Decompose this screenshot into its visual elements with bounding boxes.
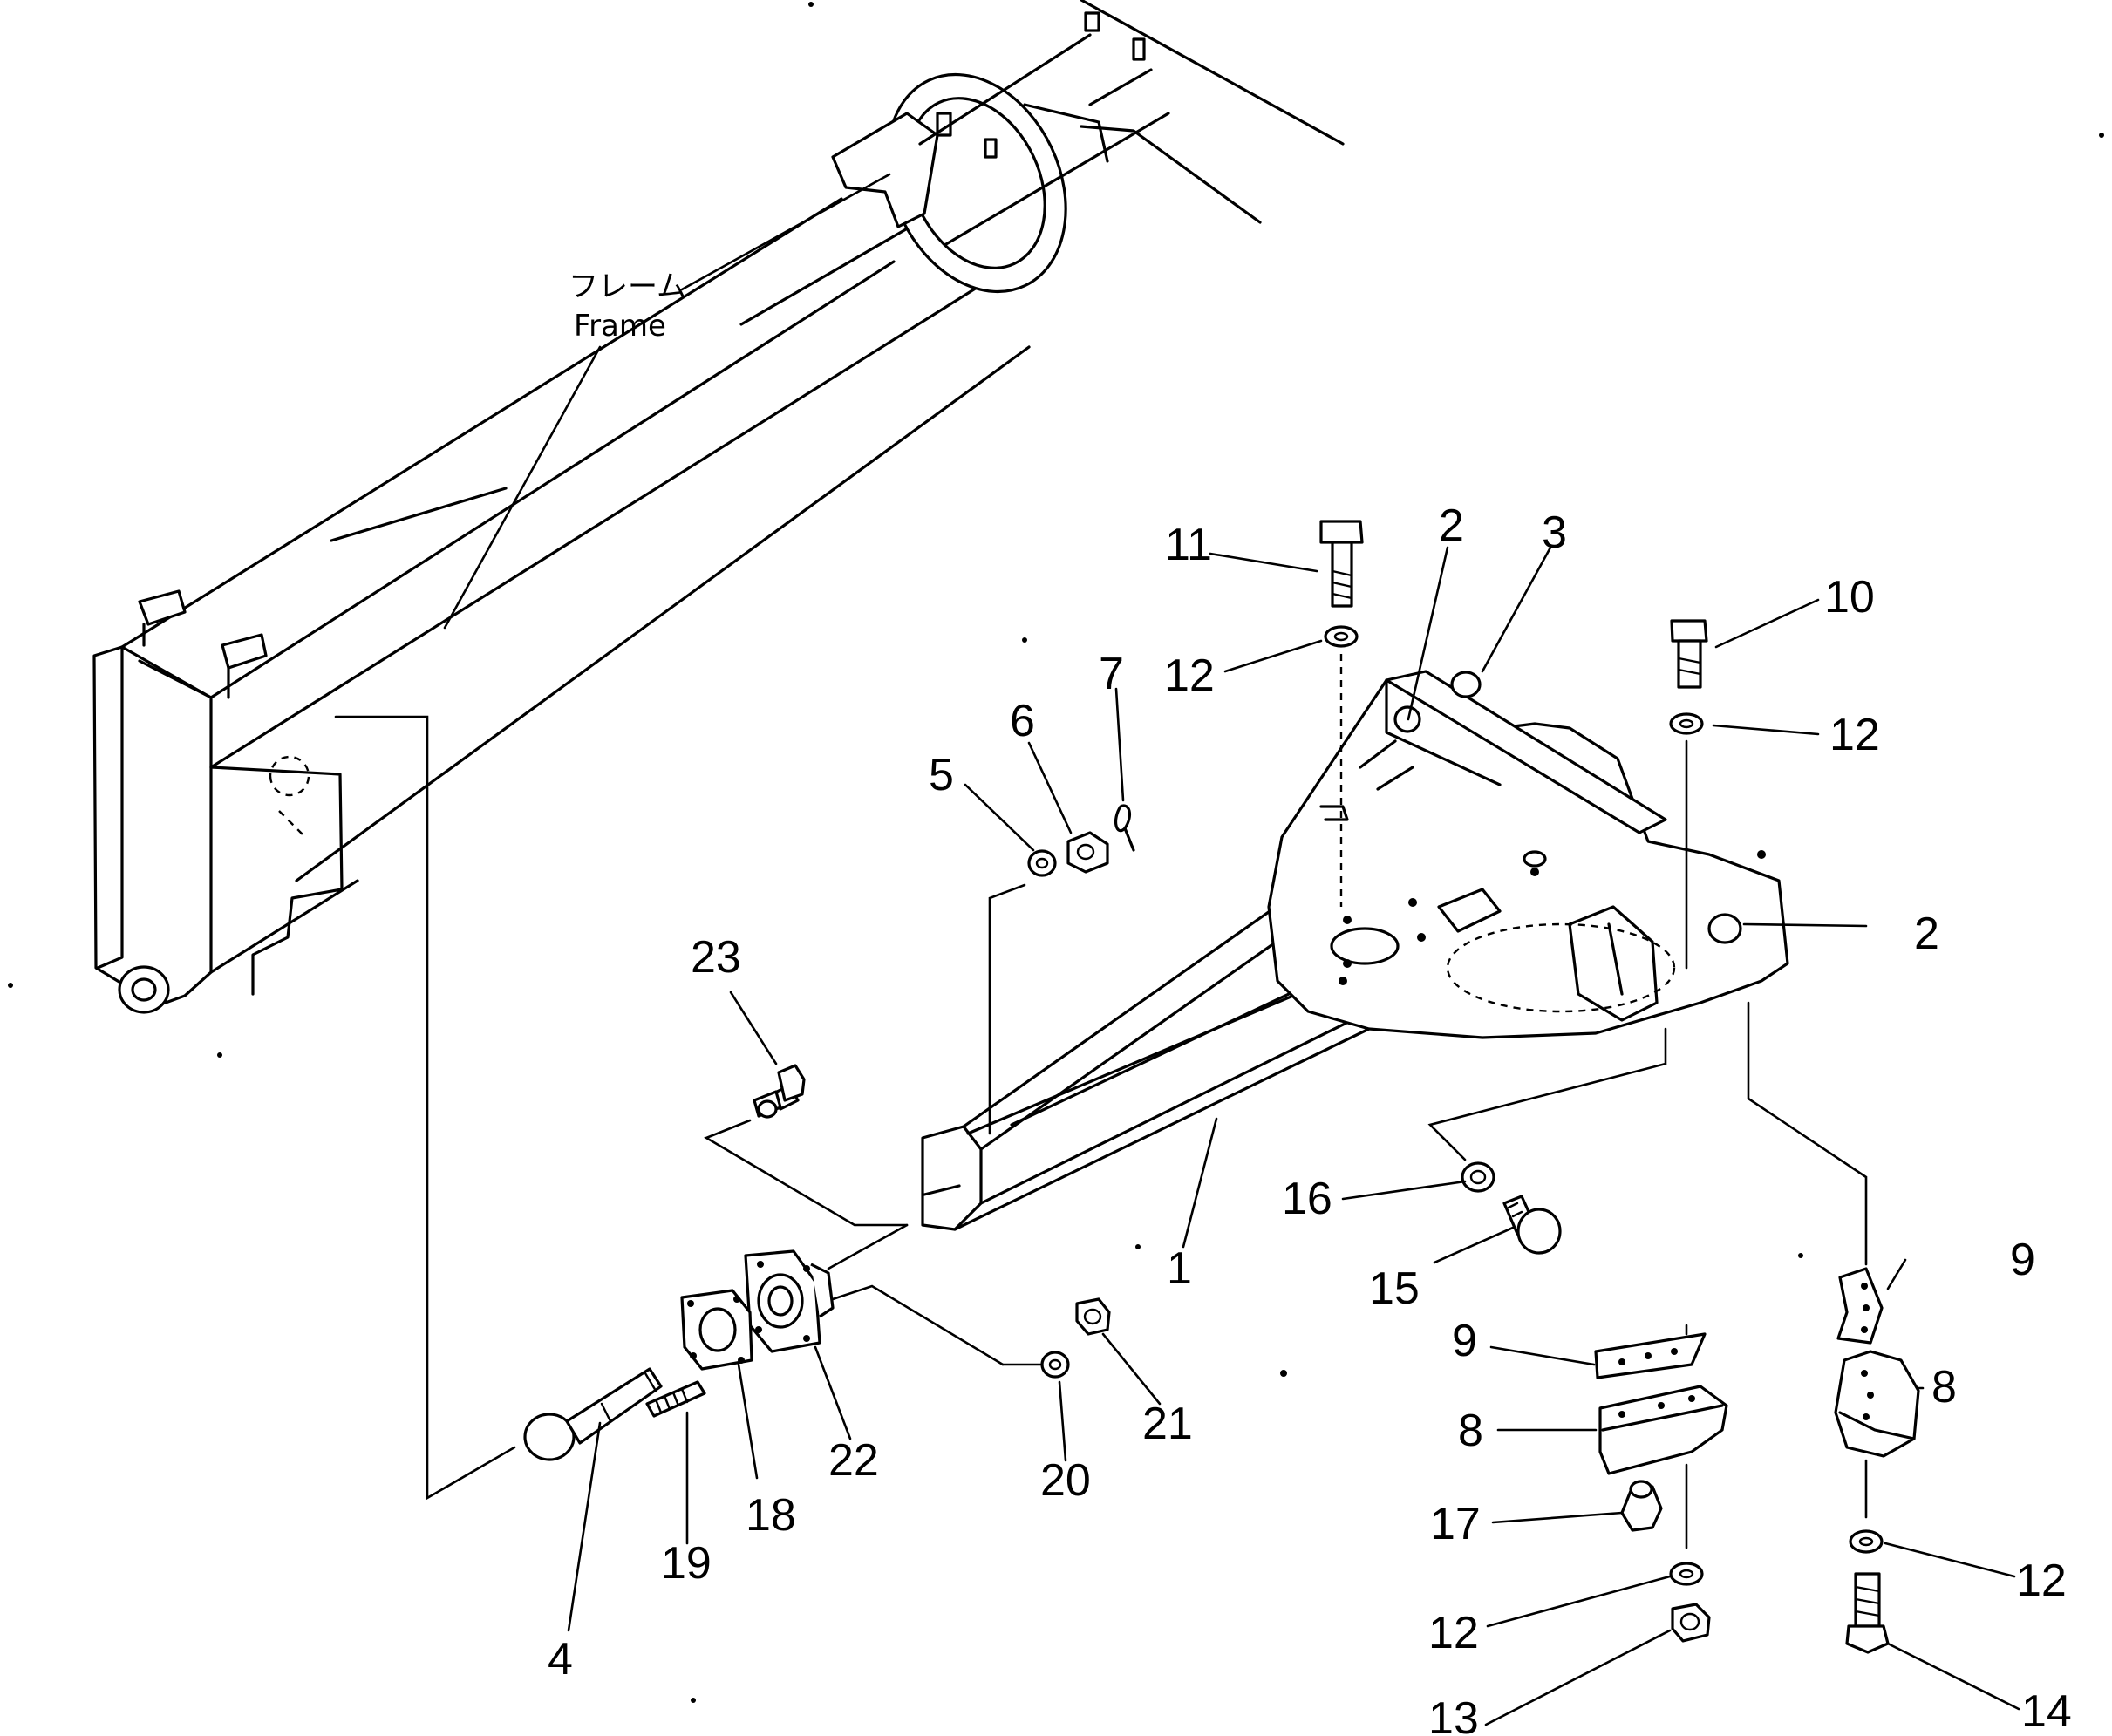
part-6-nut: [1066, 831, 1109, 874]
callout-11: 11: [1165, 520, 1212, 570]
callout-2-top: 2: [1439, 500, 1464, 551]
part-19-stud: [645, 1380, 706, 1418]
callout-7: 7: [1099, 649, 1124, 699]
part-4-pivot-pin: [523, 1367, 663, 1461]
part-22-bearing-bracket: [744, 1223, 1005, 1366]
callout-12-top: 12: [1164, 650, 1215, 701]
part-18-shim-plate: [680, 1289, 753, 1371]
callout-12-lower-center: 12: [1428, 1608, 1479, 1658]
callout-8-right: 8: [1931, 1362, 1957, 1413]
part-8-guide-lower: [1598, 1385, 1728, 1475]
drawbar: [921, 670, 1789, 1231]
frame-assembly: [92, 0, 1345, 1014]
callout-21: 21: [1142, 1399, 1193, 1449]
part-12-washer-right-lower: [1849, 1529, 1884, 1554]
part-12-washer-lower-center: [1669, 1562, 1704, 1586]
frame-label-japanese: フレーム: [569, 269, 686, 304]
callout-3: 3: [1542, 507, 1567, 558]
part-12-washer-right: [1669, 712, 1704, 970]
part-5-washer: [1027, 849, 1057, 877]
callout-14: 14: [2021, 1686, 2072, 1736]
part-7-cotter-pin: [1114, 804, 1135, 852]
callout-12-lower-right: 12: [2016, 1556, 2067, 1606]
part-9-plate-right: [1836, 1267, 1884, 1345]
part-14-bolt: [1845, 1572, 1890, 1654]
callout-6: 6: [1010, 696, 1035, 746]
part-10-bolt: [1670, 619, 1708, 689]
part-9-plate-lower: [1594, 1332, 1707, 1379]
callout-4: 4: [548, 1634, 573, 1685]
callout-20: 20: [1040, 1455, 1091, 1506]
callout-13: 13: [1428, 1693, 1479, 1736]
part-8-guide-right: [1834, 1350, 1920, 1458]
part-13-nut: [1671, 1603, 1711, 1643]
part-11-bolt: [1319, 520, 1364, 608]
callout-19: 19: [661, 1538, 712, 1589]
part-16-washer: [1461, 1161, 1495, 1193]
callout-9-right: 9: [2010, 1235, 2035, 1285]
callout-1: 1: [1167, 1243, 1192, 1294]
callout-12-right: 12: [1829, 710, 1880, 760]
callout-16: 16: [1282, 1174, 1332, 1224]
callout-18: 18: [746, 1490, 796, 1541]
callout-9-lower: 9: [1452, 1316, 1477, 1366]
part-17-grease-fitting: [1620, 1480, 1663, 1532]
callout-8-lower: 8: [1458, 1406, 1483, 1456]
callout-15: 15: [1369, 1263, 1420, 1314]
callout-leaders: [567, 546, 2020, 1726]
part-20-washer: [1040, 1351, 1070, 1379]
part-21-nut: [1075, 1297, 1111, 1336]
frame-label-english: Frame: [574, 309, 666, 344]
part-12-washer-top: [1324, 625, 1359, 907]
callout-22: 22: [828, 1435, 879, 1486]
callout-23: 23: [691, 932, 741, 983]
callout-10: 10: [1824, 572, 1875, 623]
part-15-bolt: [1502, 1195, 1562, 1255]
callout-17: 17: [1430, 1499, 1481, 1549]
callout-2-right: 2: [1914, 909, 1939, 959]
callout-5: 5: [929, 750, 954, 800]
part-23-grease-fitting: [753, 1064, 806, 1119]
